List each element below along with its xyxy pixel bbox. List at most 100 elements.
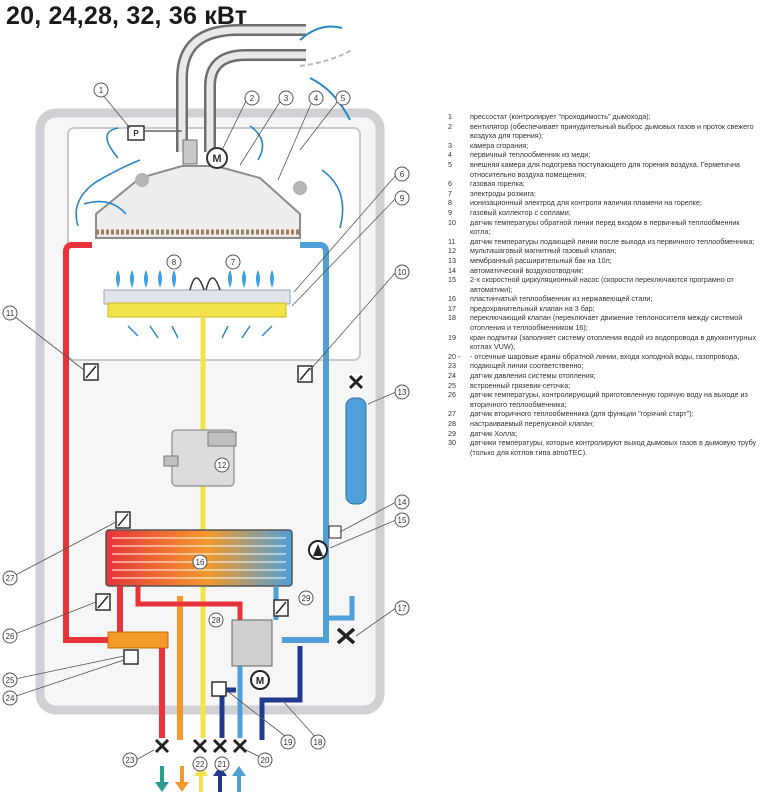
callout-badge: 14: [394, 494, 410, 510]
callout-number: 1: [99, 86, 104, 95]
legend-number: 7: [448, 188, 452, 198]
legend-number: 8: [448, 198, 452, 208]
legend-text: переключающий клапан (переключает движен…: [470, 313, 743, 333]
callout-number: 28: [212, 616, 221, 625]
legend-item: 24 датчик давления системы отопления;: [448, 371, 760, 381]
legend-number: 24: [448, 371, 456, 381]
legend-number: 30: [448, 438, 456, 448]
legend-number: 1: [448, 112, 452, 121]
callout-badge: 18: [310, 734, 326, 750]
callout-badge: 13: [394, 384, 410, 400]
legend-number: 20 - 23: [448, 351, 461, 371]
legend-item: 8 ионизационный электрод для контроля нал…: [448, 198, 760, 208]
legend-text: предохранительный клапан на 3 бар;: [470, 303, 595, 313]
legend-item: 25 встроенный грязевик-сеточка;: [448, 381, 760, 391]
legend-number: 29: [448, 428, 456, 438]
callout-number: 15: [398, 516, 407, 525]
callout-number: 26: [6, 632, 15, 641]
callout-number: 25: [6, 676, 15, 685]
legend-number: 14: [448, 265, 456, 275]
arrow-up-icon: [232, 766, 246, 792]
callout-number: 9: [400, 194, 405, 203]
legend-text: датчик Холла;: [470, 428, 518, 438]
svg-text:P: P: [133, 129, 139, 138]
legend-text: настраиваемый перепускной клапан;: [470, 419, 594, 428]
callout-badge: 8: [166, 254, 182, 270]
callout-badge: 11: [2, 305, 18, 321]
fan-motor-icon: M: [206, 147, 228, 169]
legend-text: камера сгорания;: [470, 140, 529, 150]
legend-text: ионизационный электрод для контроля нали…: [470, 198, 702, 208]
pump-icon: [308, 525, 342, 560]
legend-text: датчики температуры, которые контролирую…: [470, 438, 757, 457]
callout-badge: 19: [280, 734, 296, 750]
legend-text: пластинчатый теплообменник из нержавеюще…: [470, 294, 653, 304]
callout-badge: 10: [394, 264, 410, 280]
legend-item: 29 датчик Холла;: [448, 429, 760, 439]
legend-text: датчик давления системы отопления;: [470, 371, 596, 381]
callout-badge: 9: [394, 190, 410, 206]
legend-number: 19: [448, 332, 456, 342]
safety-valve-icon: [336, 627, 356, 645]
callout-number: 6: [400, 170, 405, 179]
flue-pipe: [176, 24, 306, 152]
legend-number: 2: [448, 121, 452, 131]
legend-number: 27: [448, 409, 456, 419]
callout-badge: 16: [192, 554, 208, 570]
callout-badge: 29: [298, 590, 314, 606]
callout-number: 3: [284, 94, 289, 103]
flow-line-return: [282, 242, 329, 643]
callout-number: 27: [6, 574, 15, 583]
callout-number: 2: [250, 94, 255, 103]
callout-number: 19: [284, 738, 293, 747]
flow-line-hot: [63, 242, 108, 643]
legend-item: 4 первичный теплообменник из меди;: [448, 150, 760, 160]
callout-number: 21: [218, 760, 227, 769]
legend-number: 25: [448, 380, 456, 390]
page-title: 20, 24,28, 32, 36 кВт: [6, 2, 248, 30]
legend-number: 11: [448, 236, 456, 246]
legend-number: 13: [448, 255, 456, 265]
callout-badge: 15: [394, 512, 410, 528]
legend-text: первичный теплообменник из меди;: [470, 150, 591, 160]
legend-text: датчик температуры обратной линии перед …: [470, 217, 740, 237]
callout-number: 22: [196, 760, 205, 769]
legend-text: встроенный грязевик-сеточка;: [470, 380, 571, 390]
callout-badge: 6: [394, 166, 410, 182]
legend-text: газовый коллектор с соплами;: [470, 207, 571, 217]
sensor-icon: [83, 363, 313, 697]
legend-number: 9: [448, 207, 452, 217]
callout-number: 18: [314, 738, 323, 747]
callout-badge: 21: [214, 756, 230, 772]
flue-arrows: [299, 25, 353, 121]
callout-badge: 28: [208, 612, 224, 628]
callout-number: 14: [398, 498, 407, 507]
lower-pipes: [107, 586, 303, 740]
legend-number: 28: [448, 419, 456, 428]
callout-number: 13: [398, 388, 407, 397]
legend-text: газовая горелка;: [470, 179, 525, 189]
legend-text: датчик температуры, контролирующий приго…: [470, 390, 748, 409]
callout-badge: 1: [93, 82, 109, 98]
legend-item: 9 газовый коллектор с соплами;: [448, 208, 760, 218]
legend-item: 28 настраиваемый перепускной клапан;: [448, 419, 760, 429]
leader-lines: [9, 93, 397, 761]
air-flow-arrows: [75, 125, 344, 229]
callout-number: 10: [398, 268, 407, 277]
callout-number: 16: [196, 558, 205, 567]
callout-number: 23: [126, 756, 135, 765]
legend-number: 4: [448, 150, 452, 160]
svg-text:M: M: [256, 676, 264, 687]
